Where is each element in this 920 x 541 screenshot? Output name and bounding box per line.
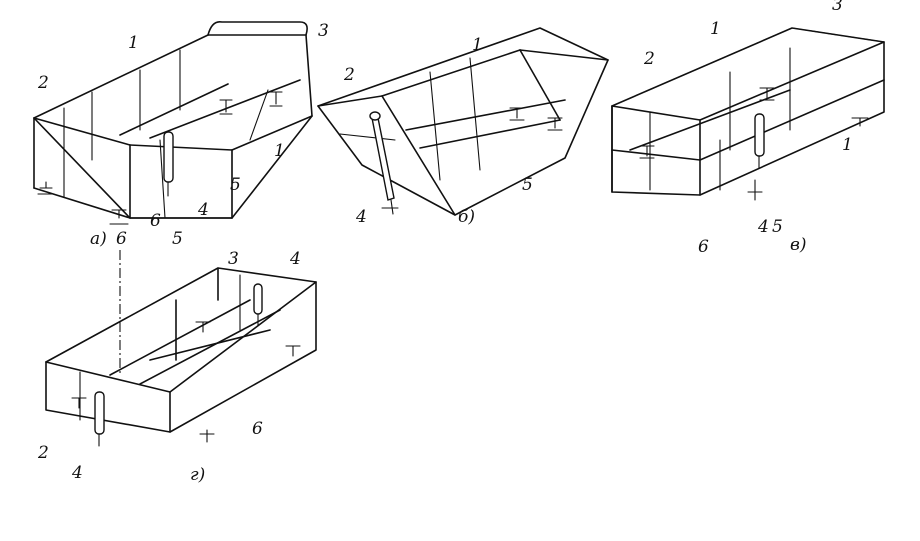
panel-a-label-5: 5	[230, 175, 241, 195]
panel-g-label-4-top: 4	[289, 249, 301, 269]
panel-a-label-1-top: 1	[128, 33, 139, 53]
panel-a-label-6: 6	[150, 211, 161, 231]
panel-g-label-6-bottom: 6	[252, 419, 263, 439]
panel-a-caption: а)	[90, 229, 107, 249]
panel-v-label-5: 5	[772, 217, 783, 237]
panel-g-label-3: 3	[228, 249, 239, 269]
panel-v-label-1-top: 1	[710, 19, 721, 39]
panel-a-label-2: 2	[37, 73, 49, 93]
panel-v-label-2: 2	[643, 49, 655, 69]
panel-b-structure	[317, 27, 609, 216]
panel-a-label-1-right: 1	[274, 141, 285, 161]
panel-g: 6 5 3 4 2 4 6 г)	[37, 229, 317, 485]
panel-a-label-3: 3	[318, 21, 329, 41]
panel-b-label-2: 2	[343, 65, 355, 85]
panel-g-structure	[45, 250, 317, 447]
panel-g-label-5: 5	[172, 229, 183, 249]
panel-b-label-5: 5	[522, 175, 533, 195]
panel-b-label-1: 1	[472, 35, 483, 55]
panel-v: 3 1 2 1 6 4 5 в)	[611, 0, 885, 257]
panel-v-structure	[611, 27, 885, 201]
panel-b-caption: б)	[458, 207, 475, 227]
panel-v-label-6: 6	[698, 237, 709, 257]
panel-g-caption: г)	[190, 465, 205, 485]
panel-g-label-4-bottom: 4	[71, 463, 83, 483]
panel-b: 1 2 4 5 б)	[317, 27, 609, 227]
panel-g-label-6-top: 6	[116, 229, 127, 249]
panel-g-label-2: 2	[37, 443, 49, 463]
panel-v-label-3: 3	[832, 0, 843, 15]
panel-a-structure	[33, 20, 313, 225]
panel-v-label-4: 4	[757, 217, 769, 237]
panel-a-label-4: 4	[197, 200, 209, 220]
panel-b-label-4: 4	[355, 207, 367, 227]
panel-v-label-1-right: 1	[842, 135, 853, 155]
panel-v-caption: в)	[790, 235, 807, 255]
panel-a: 1 2 3 1 4 5 6 а)	[33, 20, 329, 249]
